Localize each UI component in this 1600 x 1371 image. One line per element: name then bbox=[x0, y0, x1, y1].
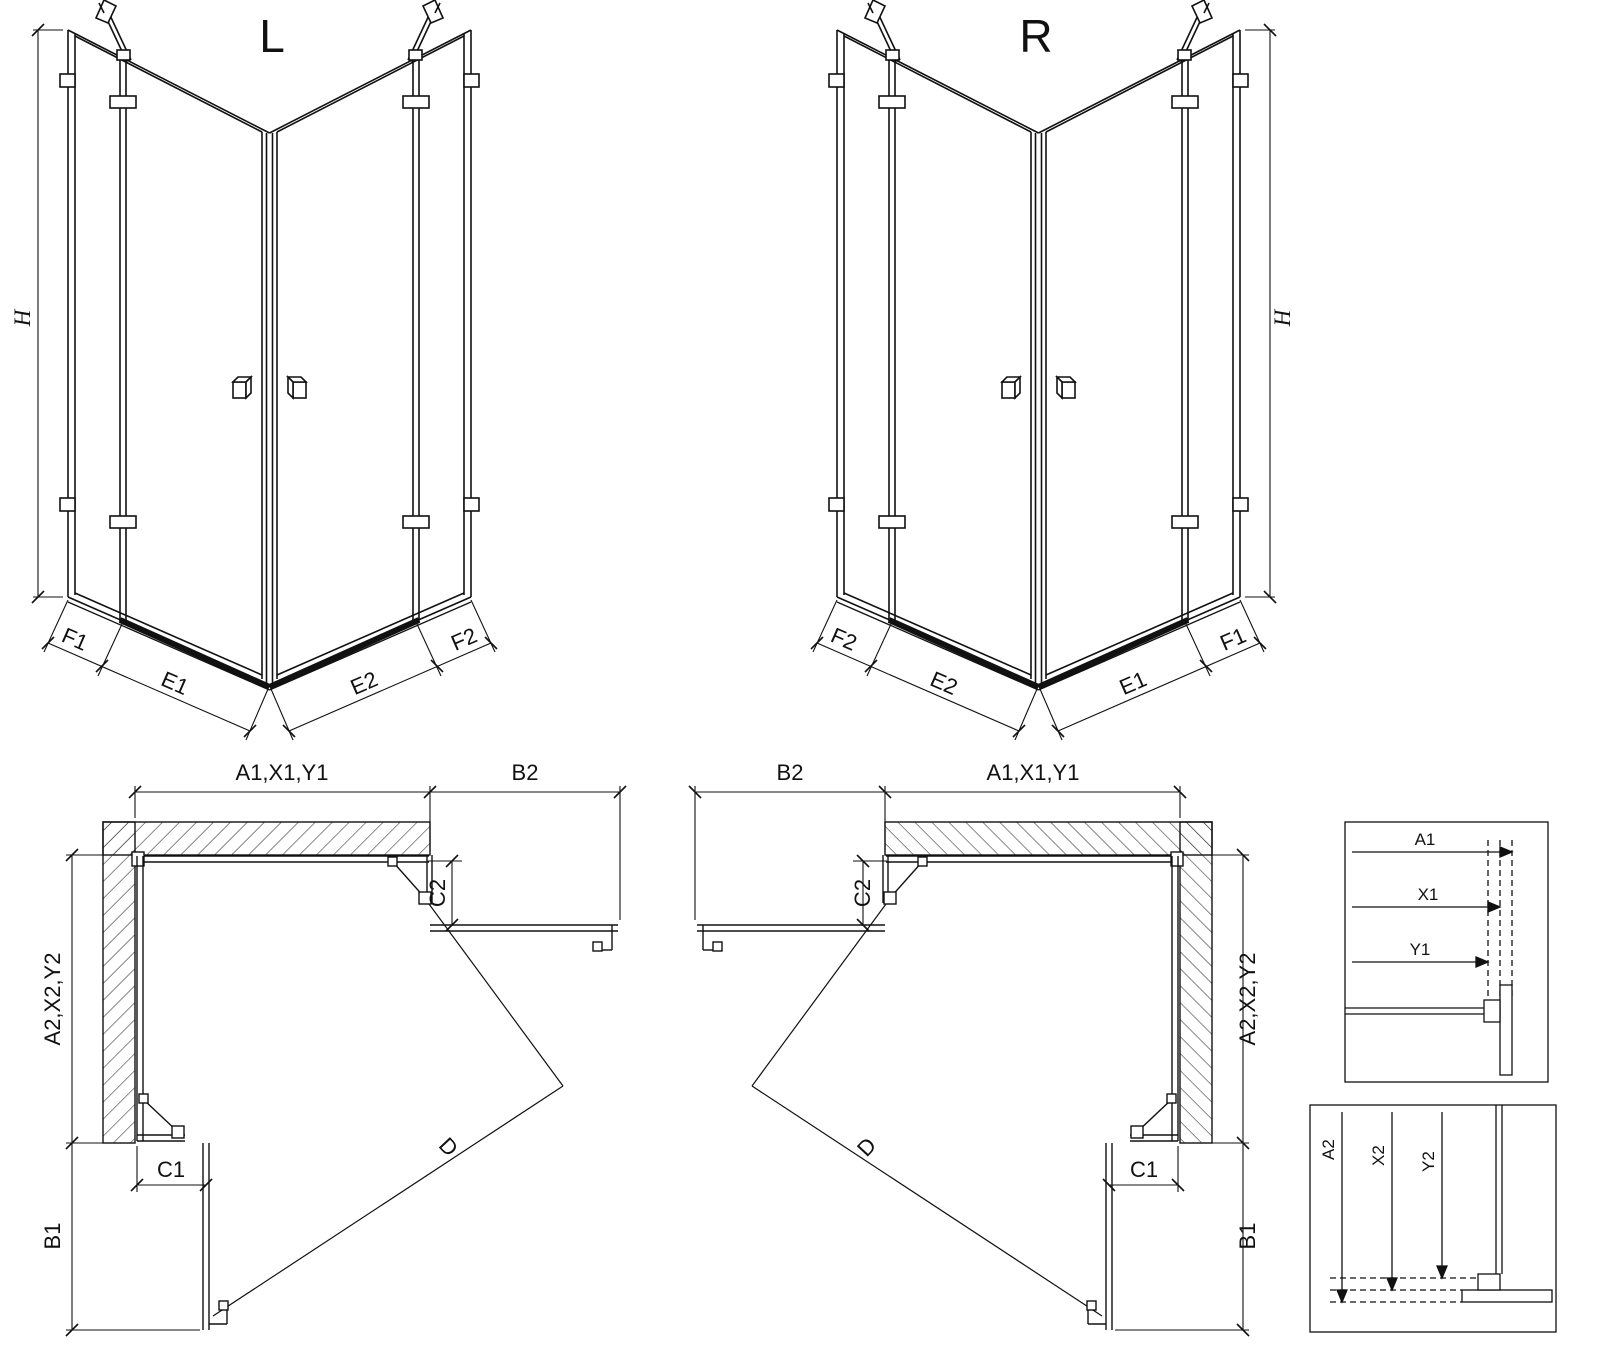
right-perspective-view: R H F2 E2 E1 F1 bbox=[811, 0, 1295, 740]
detail-label-x1: X1 bbox=[1418, 885, 1439, 904]
right-plan-view: A1,X1,Y1 B2 C2 A2,X2,Y2 C1 B1 D bbox=[688, 760, 1260, 1337]
detail-label-y2: Y2 bbox=[1419, 1151, 1438, 1172]
left-plan-view: A1,X1,Y1 B2 C2 A2,X2,Y2 C1 B1 D bbox=[40, 760, 627, 1337]
detail-label-x2: X2 bbox=[1369, 1145, 1388, 1166]
dim-label-b2-left-plan: B2 bbox=[512, 760, 539, 785]
detail-label-y1: Y1 bbox=[1410, 940, 1431, 959]
wall-profile-section-icon bbox=[1499, 984, 1513, 1076]
dim-label-f2-right: F2 bbox=[827, 623, 861, 656]
view-label-right: R bbox=[1019, 10, 1052, 62]
detail-label-a2: A2 bbox=[1319, 1139, 1338, 1160]
left-perspective-geometry bbox=[32, 0, 497, 740]
detail-label-a1: A1 bbox=[1415, 830, 1436, 849]
detail-box-vertical-dims: A2 X2 Y2 bbox=[1309, 1104, 1557, 1333]
view-label-left: L bbox=[259, 10, 285, 62]
right-perspective-geometry bbox=[811, 0, 1276, 740]
dim-label-b1-left-plan: B1 bbox=[40, 1223, 65, 1250]
left-perspective-view: L H F1 E1 E2 F2 bbox=[10, 0, 497, 740]
dim-label-d-left-plan: D bbox=[434, 1133, 463, 1162]
dim-label-d-right-plan: D bbox=[852, 1133, 881, 1162]
arrow-right-icon bbox=[1475, 956, 1490, 968]
dim-label-a1-right-plan: A1,X1,Y1 bbox=[987, 760, 1080, 785]
left-plan-geometry bbox=[65, 785, 627, 1337]
detail-box-horizontal-dims: A1 X1 Y1 bbox=[1344, 821, 1549, 1083]
dim-label-e2-right: E2 bbox=[927, 666, 962, 700]
dim-label-a1-left-plan: A1,X1,Y1 bbox=[236, 760, 329, 785]
right-plan-geometry bbox=[688, 785, 1250, 1337]
wall-profile-section-icon bbox=[1461, 1289, 1553, 1303]
dim-label-c2-left-plan: C2 bbox=[425, 879, 450, 907]
dim-label-c1-right-plan: C1 bbox=[1130, 1157, 1158, 1182]
arrow-down-icon bbox=[1436, 1265, 1448, 1280]
dim-label-f1-left: F1 bbox=[58, 623, 92, 656]
dim-label-e1-right: E1 bbox=[1116, 666, 1151, 700]
glass-clamp-section-icon bbox=[1477, 1273, 1501, 1291]
arrow-right-icon bbox=[1487, 901, 1502, 913]
glass-clamp-section-icon bbox=[1483, 999, 1501, 1023]
dim-label-e2-left: E2 bbox=[347, 666, 382, 700]
dim-label-b1-right-plan: B1 bbox=[1235, 1223, 1260, 1250]
dim-label-c2-right-plan: C2 bbox=[850, 879, 875, 907]
dim-label-a2-right-plan: A2,X2,Y2 bbox=[1235, 953, 1260, 1046]
dim-label-h-right: H bbox=[1270, 308, 1295, 327]
dim-label-f1-right: F1 bbox=[1216, 623, 1250, 656]
dim-label-e1-left: E1 bbox=[158, 666, 193, 700]
dim-label-b2-right-plan: B2 bbox=[777, 760, 804, 785]
dim-label-c1-left-plan: C1 bbox=[157, 1157, 185, 1182]
dim-label-h-left: H bbox=[10, 308, 35, 327]
dim-label-a2-left-plan: A2,X2,Y2 bbox=[40, 953, 65, 1046]
dim-label-f2-left: F2 bbox=[447, 623, 481, 656]
